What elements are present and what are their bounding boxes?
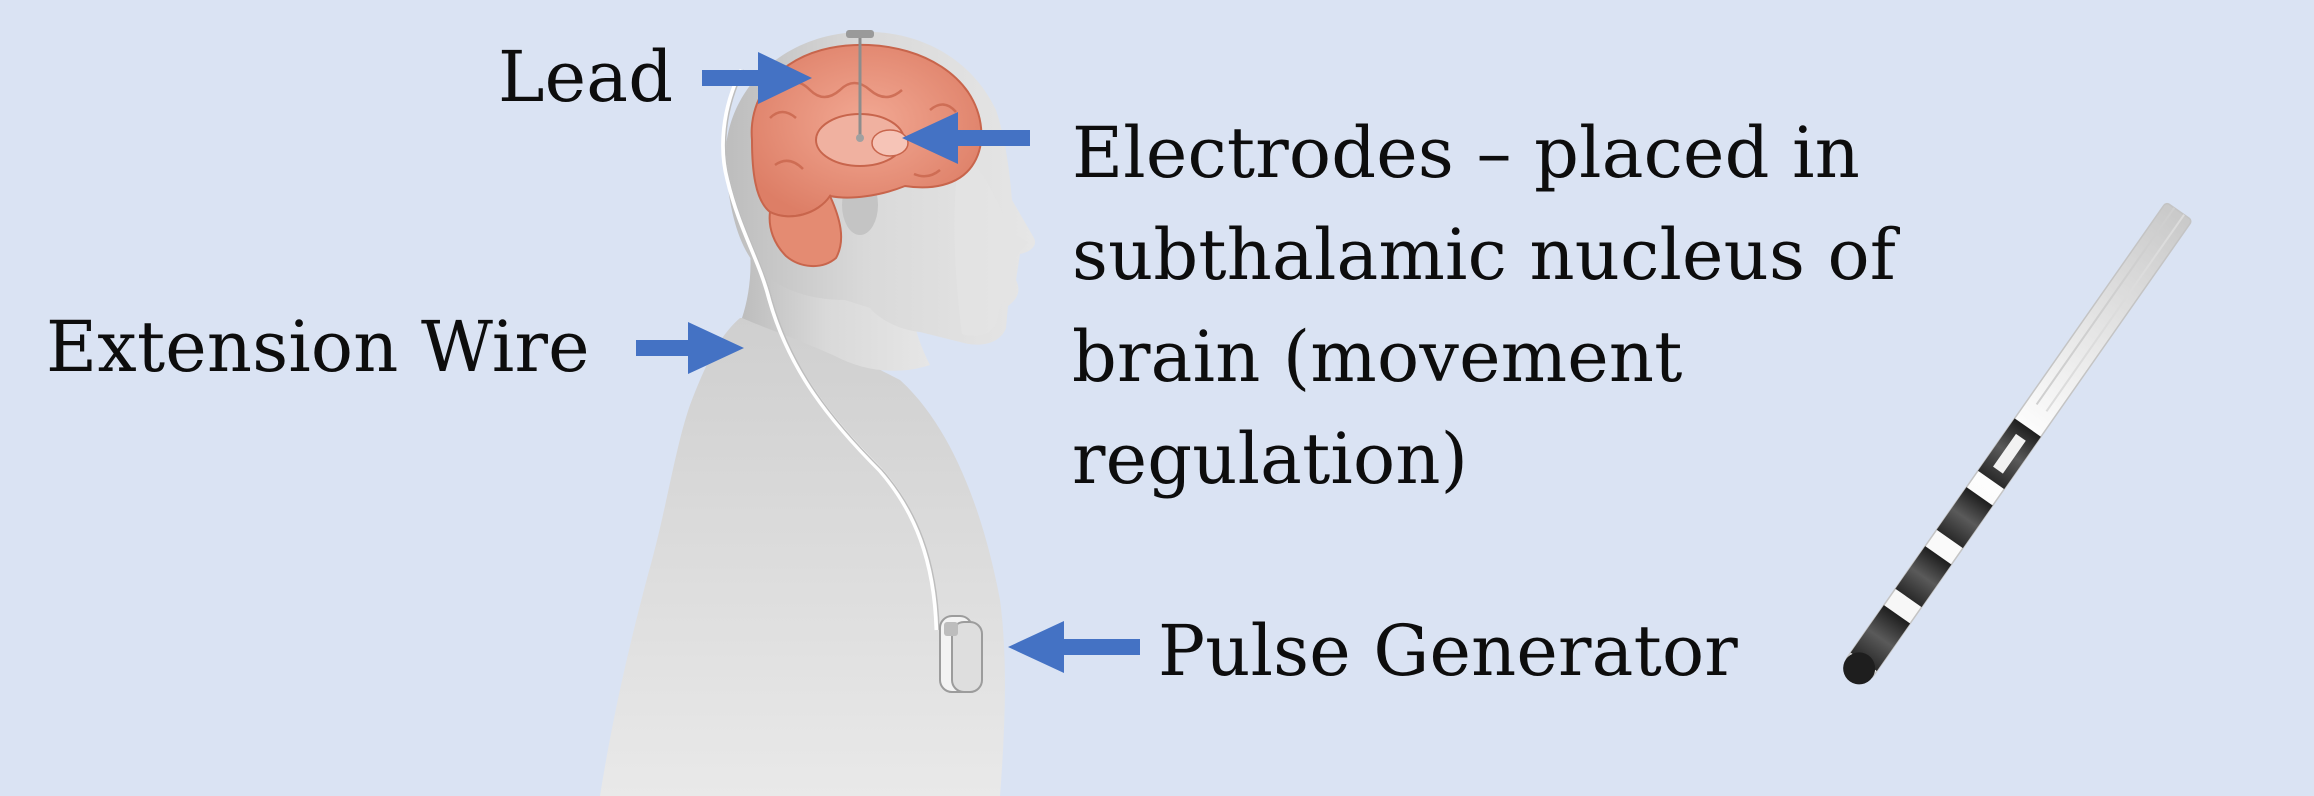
electrodes-label: Electrodes – placed in subthalamic nucle… [1072, 102, 1952, 510]
arrow-pulse-generator [1008, 621, 1140, 673]
electrodes-label-line: regulation) [1072, 408, 1952, 510]
electrodes-label-line: brain (movement [1072, 306, 1952, 408]
electrodes-label-line: Electrodes – placed in [1072, 102, 1952, 204]
pulse-generator-label: Pulse Generator [1158, 616, 1738, 686]
electrodes-label-line: subthalamic nucleus of [1072, 204, 1952, 306]
pulse-generator-device [940, 616, 982, 692]
extension-wire-label: Extension Wire [46, 312, 590, 382]
torso [600, 318, 1005, 796]
lead-label: Lead [498, 42, 673, 112]
